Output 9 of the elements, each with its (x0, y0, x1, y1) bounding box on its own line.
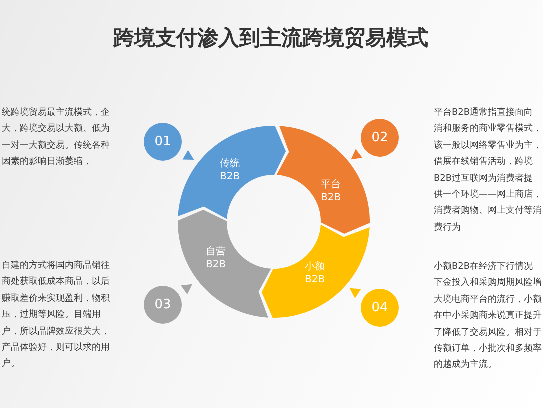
title: 跨境支付渗入到主流跨境贸易模式 (114, 25, 428, 52)
description-text: 统跨境贸易最主流模式，企大，跨境交易以大额、低为一对一大额交易。传统各种因素的影响日渐萎缩， (2, 106, 110, 170)
cycle-arrow-segment: 传统B2B (178, 126, 287, 220)
description-text: 小额B2B在经济下行情况下金投入和采购周期风险增大境电商平台的流行，小额在中小采购商来说真正提升了降低了交易风险。相对于传额订单，小批次和多频率的越成为主流。 (434, 260, 542, 372)
cycle-arrow-segment: 小额B2B (261, 224, 370, 318)
description-text: 自建的方式将国内商品销往商处获取低成本商品，以后赚取差价来实现盈利，物积压，过期等风险。目端用户，所以品牌效应很关大，产品体验好，则可以求的用户。 (2, 260, 110, 372)
description-text: 平台B2B通常指直接面向消和服务的商业零售模式，该一般以网络零售业为主，借展在线销售活动，跨境B2B过互联网为消费者提供一个环境——网上商店，消费者购物、网上支付等消费行为 (434, 106, 542, 235)
cycle-arrow-segment: 自营B2B (178, 209, 272, 318)
cycle-arrow-segment: 平台B2B (276, 126, 370, 235)
